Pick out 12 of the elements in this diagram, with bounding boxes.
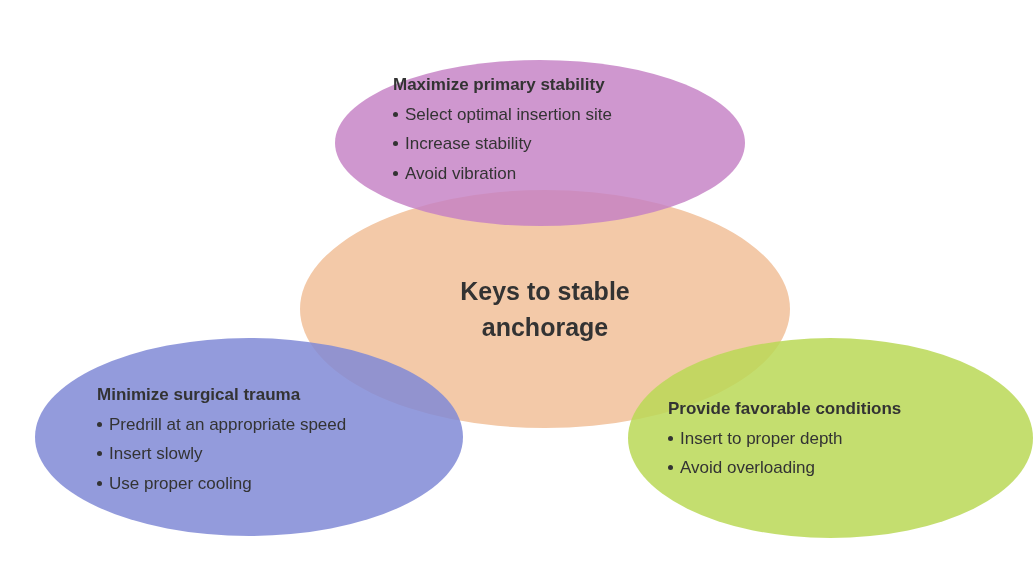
bullet-text: Use proper cooling xyxy=(109,472,252,495)
heading: Maximize primary stability xyxy=(393,74,606,96)
bullet-text: Insert to proper depth xyxy=(680,427,843,450)
heading: Minimize surgical trauma xyxy=(97,384,302,406)
bullet-text: Avoid overloading xyxy=(680,457,815,479)
bullet-text: Avoid vibration xyxy=(405,162,517,185)
bullet-text: Increase stability xyxy=(405,133,532,155)
bullet-text: Predrill at an appropriate speed xyxy=(109,413,347,436)
bullet-text: Insert slowly xyxy=(109,443,203,465)
bullet-text: Select optimal insertion site xyxy=(405,103,612,126)
heading: Provide favorable conditions xyxy=(668,398,902,420)
center-title: Keys to stable anchorage xyxy=(459,275,631,343)
